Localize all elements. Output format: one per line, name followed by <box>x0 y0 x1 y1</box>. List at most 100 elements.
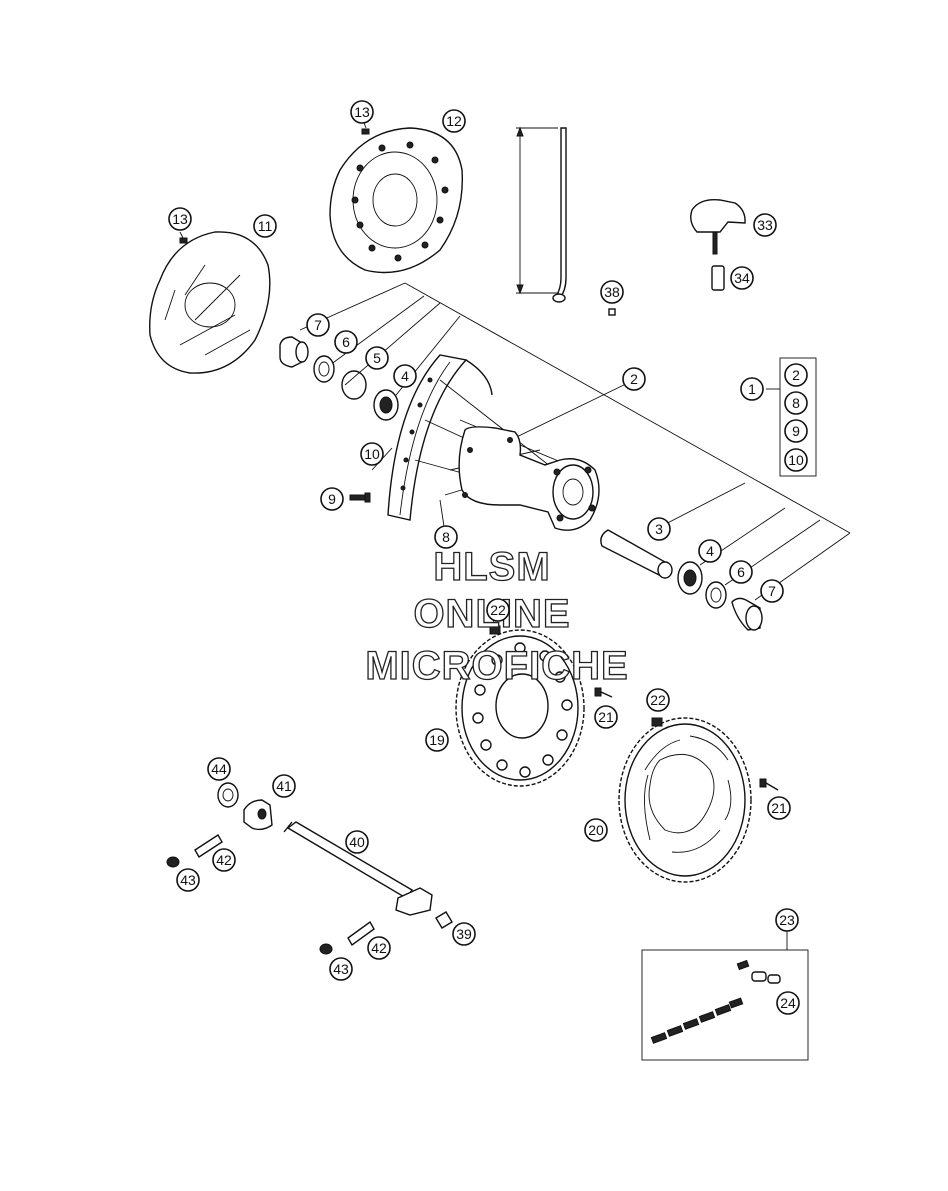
svg-text:7: 7 <box>768 583 776 599</box>
callout-42b: 42 <box>367 936 391 960</box>
svg-text:13: 13 <box>172 211 188 227</box>
svg-text:43: 43 <box>180 872 196 888</box>
svg-text:5: 5 <box>373 350 381 366</box>
svg-text:4: 4 <box>706 543 714 559</box>
leader-lines <box>179 119 851 950</box>
svg-text:22: 22 <box>650 692 666 708</box>
svg-text:44: 44 <box>211 761 227 777</box>
axle-clamp-41 <box>243 799 273 831</box>
svg-text:3: 3 <box>655 521 663 537</box>
spoke-nipple-38 <box>608 308 616 316</box>
svg-text:8: 8 <box>792 395 800 411</box>
svg-text:40: 40 <box>349 834 365 850</box>
callout-34: 34 <box>730 266 754 290</box>
callout-22a: 22 <box>486 598 510 622</box>
callout-10: 10 <box>360 442 384 466</box>
callout-4-right: 4 <box>698 539 722 563</box>
disc-screw-13a <box>361 128 370 135</box>
callout-22b: 22 <box>646 688 670 712</box>
bearing-4-right <box>677 561 703 595</box>
spacer-7-left <box>279 336 309 368</box>
callout-41: 41 <box>272 774 296 798</box>
svg-text:21: 21 <box>598 709 614 725</box>
callout-40: 40 <box>345 830 369 854</box>
svg-text:39: 39 <box>456 926 472 942</box>
chain-joint-24 <box>736 959 781 984</box>
kit-item-9: 9 <box>784 419 808 443</box>
callout-20: 20 <box>584 818 608 842</box>
svg-text:21: 21 <box>771 800 787 816</box>
callout-6-left: 6 <box>334 330 358 354</box>
bearing-4-left <box>373 389 399 421</box>
callout-7-left: 7 <box>306 313 330 337</box>
kit-list-box <box>766 357 817 477</box>
callout-7-right: 7 <box>760 579 784 603</box>
watermark-line3: MICROFICHE <box>365 644 628 688</box>
callout-1: 1 <box>740 377 764 401</box>
bushing-39 <box>435 911 453 929</box>
svg-text:23: 23 <box>779 912 795 928</box>
adjusting-screw-42b <box>347 920 375 947</box>
callout-44: 44 <box>207 757 231 781</box>
brake-disc-front-11 <box>149 231 271 374</box>
callout-43b: 43 <box>329 957 353 981</box>
nut-44 <box>217 782 239 808</box>
wheel-hub <box>414 379 600 531</box>
svg-text:7: 7 <box>314 317 322 333</box>
spacer-7-right <box>731 597 763 631</box>
callout-33: 33 <box>753 213 777 237</box>
svg-text:24: 24 <box>780 995 796 1011</box>
shaft-seal-6-left <box>313 355 335 383</box>
disc-screw-13b <box>179 237 188 244</box>
collar-nut-22b <box>651 717 663 727</box>
svg-text:13: 13 <box>354 104 370 120</box>
lock-nut-43a <box>166 856 180 868</box>
distance-tube-3 <box>600 529 673 579</box>
callout-19: 19 <box>425 728 449 752</box>
svg-text:41: 41 <box>276 778 292 794</box>
callout-9: 9 <box>320 487 344 511</box>
callout-39: 39 <box>452 922 476 946</box>
callout-6-right: 6 <box>729 560 753 584</box>
callout-8: 8 <box>434 525 458 549</box>
adjusting-screw-42a <box>194 834 223 858</box>
rim-lock-nut-34 <box>711 265 725 291</box>
sprocket-20 <box>618 717 752 883</box>
svg-text:22: 22 <box>490 602 506 618</box>
svg-text:10: 10 <box>788 452 804 468</box>
svg-text:4: 4 <box>401 368 409 384</box>
svg-text:42: 42 <box>371 940 387 956</box>
callout-23: 23 <box>775 908 799 932</box>
svg-text:38: 38 <box>604 284 620 300</box>
svg-text:9: 9 <box>792 423 800 439</box>
svg-text:10: 10 <box>364 446 380 462</box>
shaft-seal-6-right <box>705 581 727 609</box>
svg-text:2: 2 <box>630 371 638 387</box>
callout-3: 3 <box>647 517 671 541</box>
callout-2: 2 <box>622 367 646 391</box>
callout-12: 12 <box>442 109 466 133</box>
sprocket-screw-21a <box>594 687 613 698</box>
svg-text:42: 42 <box>216 852 232 868</box>
callout-13a: 13 <box>350 100 374 124</box>
callout-4-left: 4 <box>393 364 417 388</box>
callout-43a: 43 <box>176 868 200 892</box>
callout-24: 24 <box>776 991 800 1015</box>
callout-21b: 21 <box>767 796 791 820</box>
wheel-rim <box>387 354 493 521</box>
svg-text:34: 34 <box>734 270 750 286</box>
callout-42a: 42 <box>212 848 236 872</box>
circlip-5 <box>341 370 367 400</box>
svg-text:6: 6 <box>737 564 745 580</box>
svg-text:12: 12 <box>446 113 462 129</box>
callout-13b: 13 <box>168 207 192 231</box>
lock-nut-43b <box>319 943 333 955</box>
spoke <box>552 127 567 303</box>
wheel-spindle-40 <box>283 821 433 916</box>
callout-11: 11 <box>253 214 277 238</box>
watermark-line1: HLSM <box>433 545 550 589</box>
svg-text:6: 6 <box>342 334 350 350</box>
svg-text:33: 33 <box>757 217 773 233</box>
chain-box <box>641 949 809 1061</box>
